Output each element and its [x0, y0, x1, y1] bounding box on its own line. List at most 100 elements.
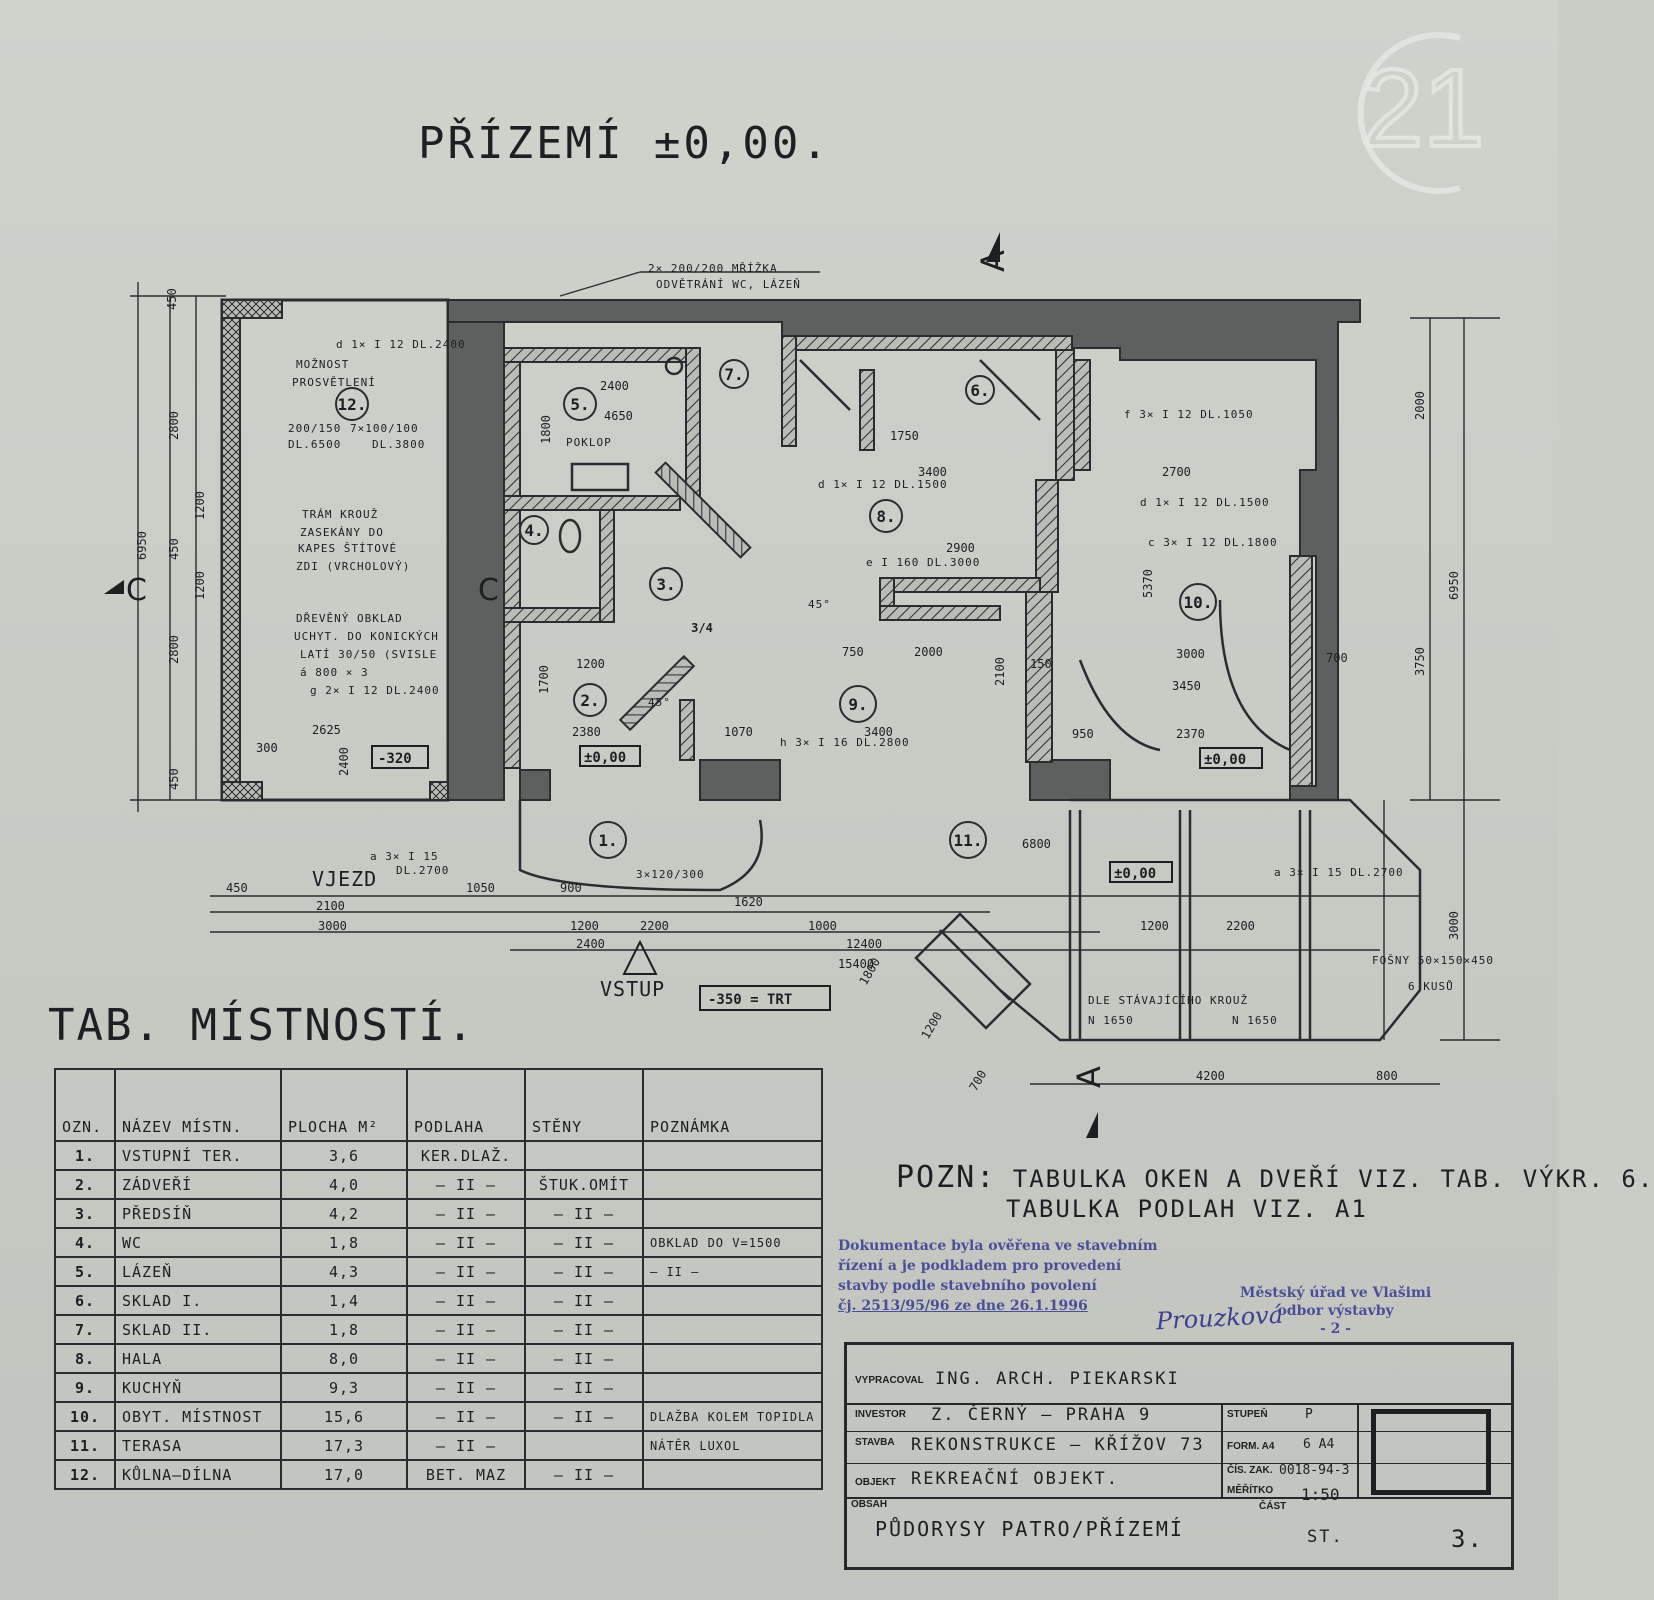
form-value: 6 A4: [1303, 1437, 1335, 1452]
objekt-value: REKREAČNÍ OBJEKT.: [911, 1469, 1119, 1489]
investor-value: Z. ČERNÝ – PRAHA 9: [931, 1405, 1152, 1425]
col-header: OZN.: [54, 1068, 116, 1142]
svg-text:450: 450: [167, 538, 181, 560]
section-marks: C C A A: [104, 232, 1108, 1138]
col-header: PODLAHA: [406, 1068, 526, 1142]
col-header: STĚNY: [524, 1068, 644, 1142]
svg-text:2× 200/200 MŘÍŽKA: 2× 200/200 MŘÍŽKA: [648, 262, 778, 275]
svg-text:1000: 1000: [808, 919, 837, 933]
svg-text:1050: 1050: [466, 881, 495, 895]
dimension-texts: 450 2800 1200 450 1200 2800 450 6950 240…: [135, 288, 1461, 1093]
svg-text:-320: -320: [378, 751, 412, 767]
stavba-label: STAVBA: [855, 1437, 895, 1448]
room-numbers: 1. 2. 3. 4. 5. 6. 7. 8. 9. 10. 11. 12. 3…: [338, 365, 1213, 850]
century21-logo: 21: [1357, 32, 1486, 194]
svg-text:ZDI (VRCHOLOVÝ): ZDI (VRCHOLOVÝ): [296, 560, 410, 573]
svg-text:15400: 15400: [838, 957, 874, 971]
col-header: POZNÁMKA: [642, 1068, 823, 1142]
svg-text:2370: 2370: [1176, 727, 1205, 741]
room-5-marker: [563, 387, 597, 421]
svg-text:9.: 9.: [848, 695, 867, 714]
room-markers: [335, 359, 1217, 859]
svg-text:a 3× I 15 DL.2700: a 3× I 15 DL.2700: [1274, 866, 1404, 879]
svg-text:6 KUSŮ: 6 KUSŮ: [1408, 980, 1454, 993]
svg-text:d 1× I 12 DL.1500: d 1× I 12 DL.1500: [818, 478, 948, 491]
level-boxes: [371, 745, 1263, 1011]
svg-text:±0,00: ±0,00: [1114, 866, 1156, 882]
col-header: NÁZEV MÍSTN.: [114, 1068, 282, 1142]
svg-text:1200: 1200: [918, 1009, 945, 1041]
section-a-arrow-bottom: [1086, 1112, 1098, 1138]
svg-text:3750: 3750: [1413, 647, 1427, 676]
svg-text:12.: 12.: [338, 395, 367, 414]
obsah-value: PŮDORYSY PATRO/PŘÍZEMÍ: [875, 1517, 1184, 1541]
svg-text:DŘEVĚNÝ OBKLAD: DŘEVĚNÝ OBKLAD: [296, 612, 403, 625]
section-c-left: C: [126, 573, 147, 608]
svg-text:DL.3800: DL.3800: [372, 438, 425, 451]
stamp-line-3: stavby podle stavebního povolení: [838, 1278, 1097, 1294]
meritko-label: MĚŘÍTKO: [1227, 1485, 1274, 1496]
svg-text:DLE STÁVAJÍCÍHO KROUŽ: DLE STÁVAJÍCÍHO KROUŽ: [1088, 994, 1248, 1007]
svg-text:N 1650: N 1650: [1232, 1014, 1278, 1027]
svg-text:2400: 2400: [337, 747, 351, 776]
room-2-marker: [573, 683, 607, 717]
svg-text:DL.2700: DL.2700: [396, 864, 449, 877]
svg-text:2.: 2.: [580, 691, 599, 710]
room-1-marker: [589, 821, 627, 859]
room-3-marker: [649, 567, 683, 601]
svg-text:5370: 5370: [1141, 569, 1155, 598]
room-9-marker: [839, 685, 877, 723]
svg-text:3/4: 3/4: [691, 621, 713, 635]
svg-text:2800: 2800: [167, 635, 181, 664]
svg-text:2000: 2000: [914, 645, 943, 659]
svg-text:4200: 4200: [1196, 1069, 1225, 1083]
annotations: 2× 200/200 MŘÍŽKA ODVĚTRÁNÍ WC, LÁZEŇ d …: [288, 262, 1493, 1027]
svg-text:700: 700: [966, 1068, 989, 1094]
svg-text:1070: 1070: [724, 725, 753, 739]
svg-text:1200: 1200: [1140, 919, 1169, 933]
svg-text:3400: 3400: [864, 725, 893, 739]
room-12-marker: [335, 387, 369, 421]
svg-text:950: 950: [1072, 727, 1094, 741]
shed-walls: [220, 298, 450, 802]
stamp-line-2: řízení a je podkladem pro provedení: [838, 1258, 1122, 1274]
svg-text:±0,00: ±0,00: [1204, 752, 1246, 768]
sheet-number: 3.: [1451, 1525, 1484, 1553]
form-label: FORM. A4: [1227, 1441, 1275, 1452]
section-a-bottom: A: [1070, 1066, 1108, 1088]
svg-text:d 1× I 12 DL.2400: d 1× I 12 DL.2400: [336, 338, 466, 351]
section-c-arrow-left: [104, 580, 124, 594]
objekt-label: OBJEKT: [855, 1477, 896, 1488]
svg-text:POKLOP: POKLOP: [566, 436, 612, 449]
col-header: PLOCHA M²: [280, 1068, 408, 1142]
title-block: VYPRACOVAL ING. ARCH. PIEKARSKI INVESTOR…: [844, 1342, 1514, 1570]
existing-walls: [447, 299, 1361, 801]
svg-text:1700: 1700: [537, 665, 551, 694]
svg-text:2200: 2200: [1226, 919, 1255, 933]
rooms-table: OZN. NÁZEV MÍSTN. PLOCHA M² PODLAHA STĚN…: [54, 1068, 823, 1490]
svg-text:10.: 10.: [1184, 593, 1213, 612]
svg-text:200/150: 200/150: [288, 422, 341, 435]
svg-text:4.: 4.: [524, 521, 543, 540]
svg-text:MOŽNOST: MOŽNOST: [296, 358, 349, 371]
floor-plan: 1. 2. 3. 4. 5. 6. 7. 8. 9. 10. 11. 12. 3…: [104, 232, 1500, 1138]
svg-text:3×120/300: 3×120/300: [636, 868, 705, 881]
svg-text:2400: 2400: [576, 937, 605, 951]
svg-text:2700: 2700: [1162, 465, 1191, 479]
svg-text:-350 = TRT: -350 = TRT: [708, 992, 792, 1008]
section-a-arrow-top: [986, 232, 1000, 262]
svg-text:2200: 2200: [640, 919, 669, 933]
svg-text:4650: 4650: [604, 409, 633, 423]
svg-text:2100: 2100: [316, 899, 345, 913]
big-labels: VJEZD VSTUP: [312, 867, 664, 1001]
svg-text:ODVĚTRÁNÍ WC, LÁZEŇ: ODVĚTRÁNÍ WC, LÁZEŇ: [656, 278, 801, 291]
stupen-label: STUPEŇ: [1227, 1409, 1268, 1420]
svg-text:3.: 3.: [656, 575, 675, 594]
svg-text:1620: 1620: [734, 895, 763, 909]
svg-text:TRÁM KROUŽ: TRÁM KROUŽ: [302, 508, 378, 521]
